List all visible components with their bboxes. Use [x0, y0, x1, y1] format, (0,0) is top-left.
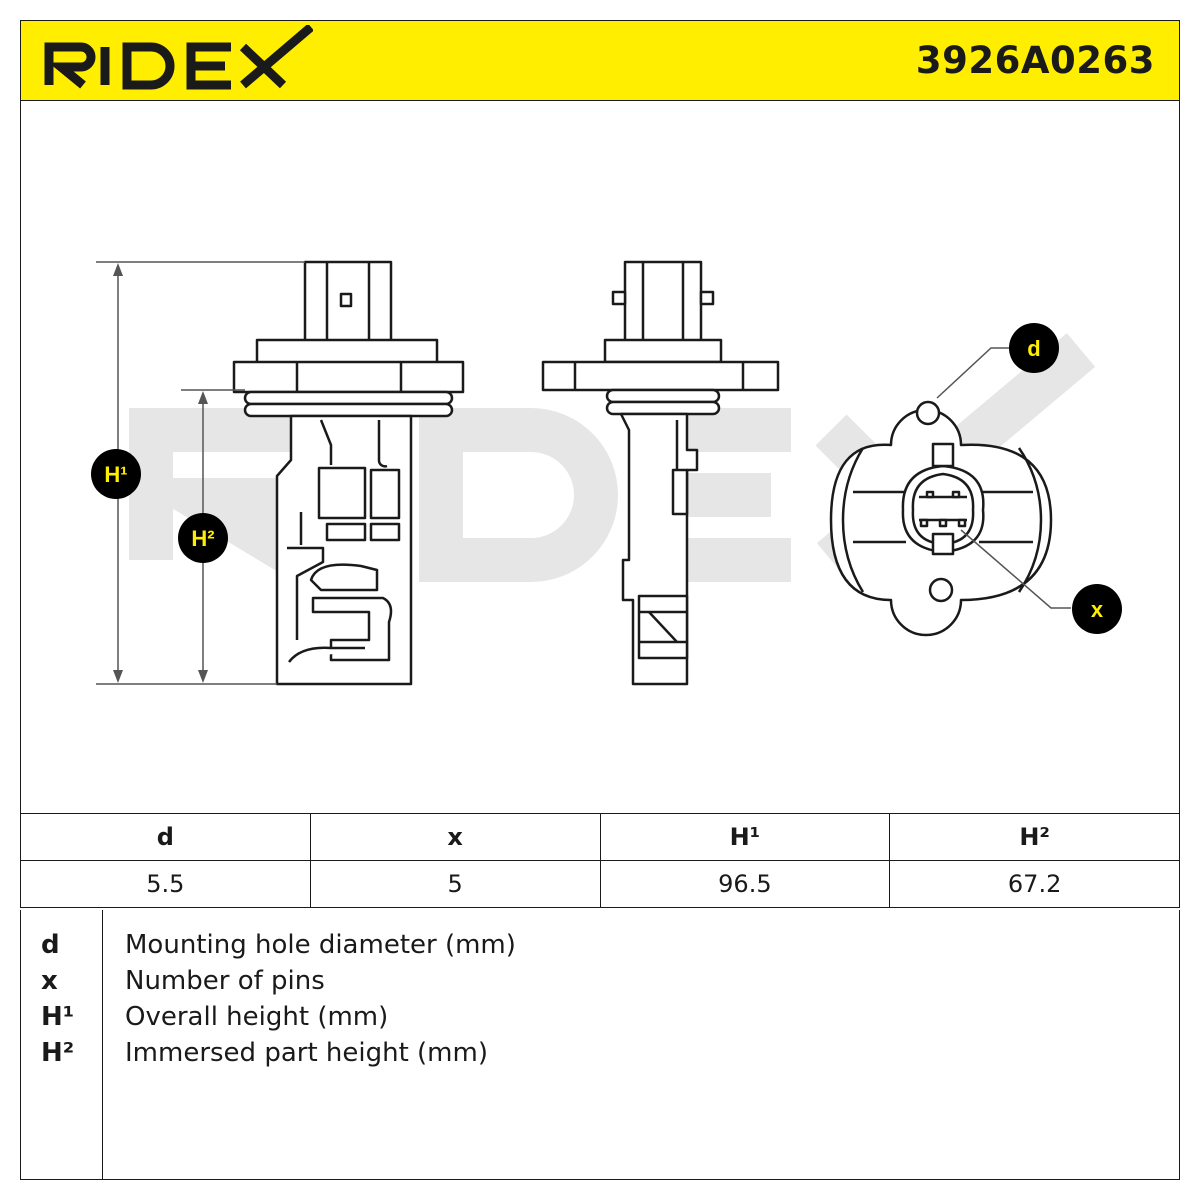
spec-value-d: 5.5: [20, 860, 311, 908]
badge-d: d: [1009, 323, 1059, 373]
part-number: 3926A0263: [915, 39, 1155, 82]
legend-divider: [102, 910, 103, 1179]
legend-key: x: [41, 966, 58, 996]
top-view: [829, 400, 1053, 637]
dimension-lines: [96, 261, 1071, 685]
badge-h1: H¹: [91, 449, 141, 499]
legend-desc: Overall height (mm): [125, 1002, 389, 1032]
svg-text:x: x: [1091, 597, 1104, 622]
datasheet: 3926A0263: [20, 20, 1180, 1180]
sensor-drawing-svg: H¹ H² d x: [91, 260, 1122, 686]
spec-header-h1: H¹: [599, 813, 891, 861]
legend: d Mounting hole diameter (mm) x Number o…: [20, 910, 1180, 1180]
spec-header-h2: H²: [889, 813, 1180, 861]
spec-value-h1: 96.5: [599, 860, 891, 908]
legend-key: d: [41, 930, 60, 960]
legend-row: H² Immersed part height (mm): [21, 1038, 1171, 1074]
svg-text:d: d: [1027, 336, 1040, 361]
spec-table: d x H¹ H² 5.5 5 96.5 67.2: [20, 813, 1180, 908]
legend-key: H¹: [41, 1002, 75, 1032]
legend-desc: Number of pins: [125, 966, 325, 996]
spec-value-row: 5.5 5 96.5 67.2: [20, 860, 1180, 908]
front-view: [232, 260, 465, 686]
badge-x: x: [1072, 584, 1122, 634]
legend-desc: Immersed part height (mm): [125, 1038, 488, 1068]
spec-header-x: x: [309, 813, 601, 861]
legend-desc: Mounting hole diameter (mm): [125, 930, 516, 960]
ridex-logo: [44, 25, 313, 90]
svg-text:H¹: H¹: [104, 462, 127, 487]
legend-key: H²: [41, 1038, 75, 1068]
legend-row: x Number of pins: [21, 966, 1171, 1002]
legend-row: H¹ Overall height (mm): [21, 1002, 1171, 1038]
badge-h2: H²: [178, 513, 228, 563]
spec-header-d: d: [20, 813, 311, 861]
spec-header-row: d x H¹ H²: [20, 813, 1180, 861]
header-bar: 3926A0263: [20, 20, 1180, 101]
side-view: [541, 260, 780, 686]
technical-drawing: H¹ H² d x: [20, 100, 1180, 815]
spec-value-x: 5: [309, 860, 601, 908]
legend-row: d Mounting hole diameter (mm): [21, 930, 1171, 966]
spec-value-h2: 67.2: [889, 860, 1180, 908]
svg-text:H²: H²: [191, 526, 214, 551]
